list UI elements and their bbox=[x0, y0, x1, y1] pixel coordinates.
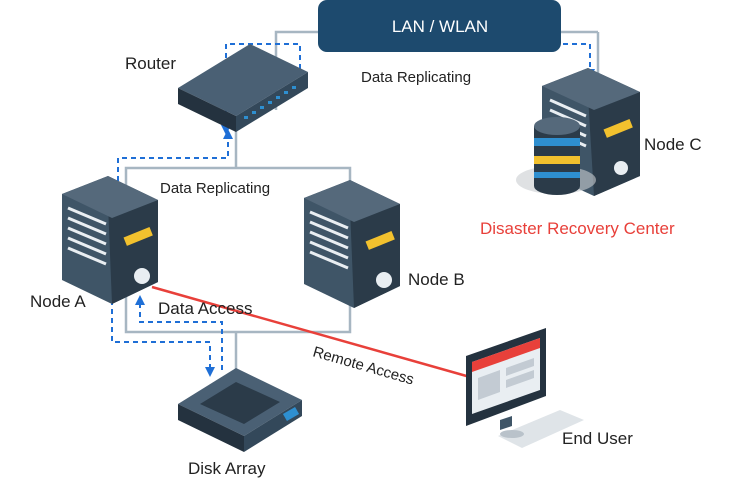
end-user-label: End User bbox=[562, 429, 633, 448]
disk-array-label: Disk Array bbox=[188, 459, 266, 478]
data-replicating-mid-label: Data Replicating bbox=[160, 180, 270, 197]
lan-wlan-label: LAN / WLAN bbox=[392, 17, 488, 36]
remote-access-label: Remote Access bbox=[311, 344, 416, 389]
node-b-server-icon bbox=[304, 180, 400, 308]
node-b-label: Node B bbox=[408, 270, 465, 289]
dashed-flows bbox=[111, 43, 595, 377]
router-icon bbox=[178, 44, 308, 132]
end-user-computer-icon bbox=[466, 328, 584, 448]
disaster-recovery-label: Disaster Recovery Center bbox=[480, 219, 675, 238]
database-icon bbox=[516, 117, 596, 195]
data-replicating-top-label: Data Replicating bbox=[361, 69, 471, 86]
node-a-label: Node A bbox=[30, 292, 86, 311]
node-a-server-icon bbox=[62, 176, 158, 304]
data-access-label: Data Access bbox=[158, 299, 253, 318]
disk-array-icon bbox=[178, 368, 302, 452]
lan-wlan-box: LAN / WLAN bbox=[318, 0, 561, 52]
router-label: Router bbox=[125, 54, 176, 73]
remote-access-line bbox=[151, 285, 471, 379]
node-c-label: Node C bbox=[644, 135, 702, 154]
